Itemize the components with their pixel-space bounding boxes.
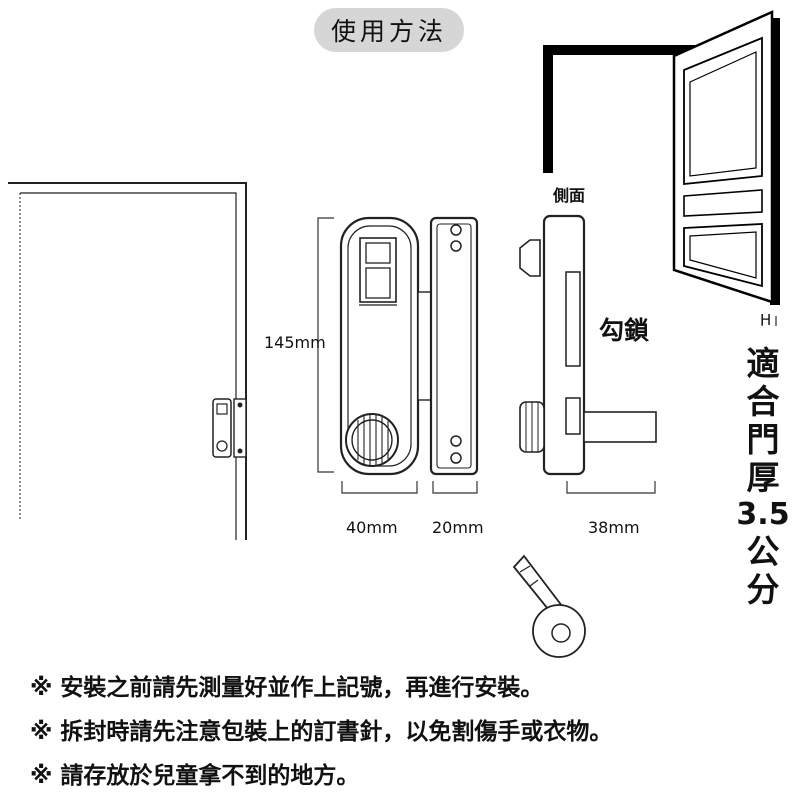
thickness-value: 3.5 (736, 497, 790, 532)
thickness-char: 厚 (746, 458, 780, 497)
dimension-lines (317, 217, 656, 494)
lock-front-view-icon (339, 216, 420, 476)
door-frame-front-icon (8, 182, 247, 540)
height-dimension-label: 145mm (264, 333, 326, 352)
thickness-marker-label: H (760, 311, 772, 329)
lock-side-view-icon (519, 214, 657, 476)
plate-width-label: 20mm (432, 518, 484, 537)
note-item: ※ 拆封時請先注意包裝上的訂書針，以免割傷手或衣物。 (30, 719, 613, 745)
usage-notes: ※ 安裝之前請先測量好並作上記號，再進行安裝。 ※ 拆封時請先注意包裝上的訂書針… (30, 668, 612, 800)
lock-name-label: 勾鎖 (599, 316, 650, 345)
thickness-char: 合 (746, 382, 780, 421)
page-title: 使用方法 (314, 8, 464, 52)
note-item: ※ 請存放於兒童拿不到的地方。 (30, 763, 360, 789)
note-item: ※ 安裝之前請先測量好並作上記號，再進行安裝。 (30, 675, 544, 701)
thickness-char: 適 (746, 344, 780, 383)
thickness-unit-char: 分 (746, 570, 780, 609)
depth-dimension-label: 38mm (588, 518, 640, 537)
side-view-label: 側面 (553, 186, 586, 205)
thickness-char: 門 (746, 420, 780, 459)
thickness-unit-char: 公 (746, 532, 780, 571)
key-icon (512, 554, 586, 658)
open-door-icon (543, 10, 780, 326)
lock-width-label: 40mm (346, 518, 398, 537)
door-thickness-text: 適 合 門 厚 3.5 公 分 (728, 345, 798, 609)
strike-plate-icon (429, 216, 479, 476)
